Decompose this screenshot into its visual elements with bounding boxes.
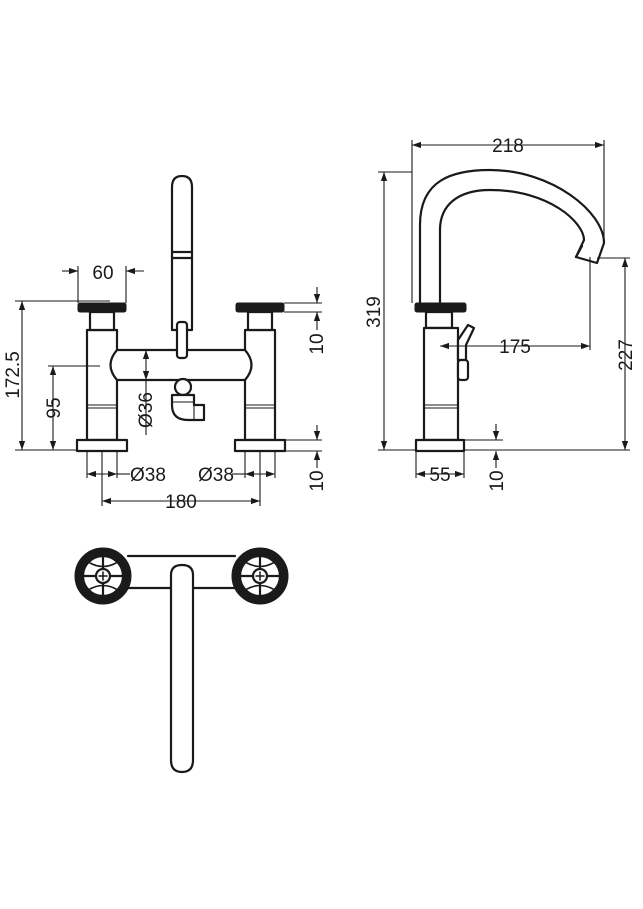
front-right-base-plate [233, 438, 287, 453]
front-left-handle-stem [88, 310, 116, 332]
front-hose-connector [173, 377, 193, 397]
front-elevation [75, 174, 287, 453]
side-diverter-lever [456, 323, 476, 362]
side-elevation [414, 168, 606, 453]
dim-side-spout-height: 227 [616, 339, 637, 371]
dim-front-right-base-diameter: Ø38 [198, 465, 234, 486]
front-left-pillar [85, 328, 119, 442]
plan-view [74, 547, 289, 774]
dim-front-diverter-diameter: Ø36 [136, 392, 157, 428]
dim-front-overall-height: 172.5 [3, 351, 24, 399]
front-right-handle-stem [246, 310, 274, 332]
dim-side-base-depth: 55 [429, 465, 450, 486]
front-left-base-plate [75, 438, 129, 453]
dim-side-spout-reach: 218 [492, 136, 524, 157]
dim-front-base-thickness: 10 [307, 470, 328, 491]
dim-front-handle-thickness: 10 [307, 333, 328, 354]
plan-right-handle [231, 547, 289, 605]
front-dimensions: 60 172.5 95 Ø36 Ø38 Ø38 180 [3, 263, 328, 513]
dim-side-base-thickness: 10 [487, 470, 508, 491]
plan-spout [169, 563, 195, 774]
dim-front-left-base-diameter: Ø38 [130, 465, 166, 486]
dim-front-handle-width: 60 [92, 263, 113, 284]
dim-front-centres: 180 [165, 492, 197, 513]
side-gooseneck-spout [418, 168, 606, 305]
dim-front-body-height: 95 [44, 397, 65, 418]
side-dimensions: 218 319 175 227 55 10 [364, 136, 637, 492]
side-body [422, 326, 460, 442]
front-spout [170, 174, 194, 332]
front-hose-outlet [170, 393, 206, 422]
side-spout-outlet [574, 244, 584, 259]
front-right-pillar [243, 328, 277, 442]
side-handle-stem [424, 310, 454, 330]
side-base-plate [414, 438, 466, 453]
plan-left-handle [74, 547, 132, 605]
front-right-handle-knurl [235, 302, 285, 313]
front-left-handle-knurl [77, 302, 127, 313]
dim-side-total-height: 319 [364, 296, 385, 328]
dim-side-spout-projection: 175 [499, 337, 531, 358]
side-diverter-knob [456, 358, 470, 382]
side-handle-knurl [414, 302, 467, 313]
front-diverter-lever [175, 320, 189, 360]
